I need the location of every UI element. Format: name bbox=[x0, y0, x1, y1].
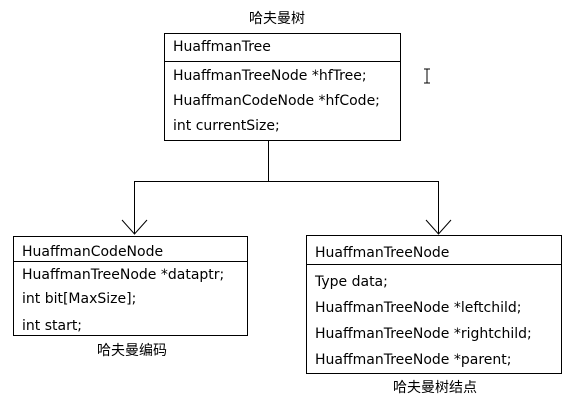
class-box-huaffman-tree: HuaffmanTree HuaffmanTreeNode *hfTree; H… bbox=[164, 33, 401, 141]
class-name: HuaffmanTree bbox=[165, 34, 400, 62]
class-name: HuaffmanTreeNode bbox=[307, 236, 561, 265]
field: HuaffmanCodeNode *hfCode; bbox=[173, 93, 380, 109]
field: int start; bbox=[22, 318, 83, 334]
field: int bit[MaxSize]; bbox=[22, 291, 137, 307]
field: HuaffmanTreeNode *parent; bbox=[315, 352, 512, 368]
class-name: HuaffmanCodeNode bbox=[14, 237, 247, 262]
text-cursor-icon bbox=[424, 68, 430, 84]
left-arrowhead bbox=[121, 219, 148, 235]
field: HuaffmanTreeNode *hfTree; bbox=[173, 68, 367, 84]
caption-node: 哈夫曼树结点 bbox=[393, 380, 477, 396]
field: HuaffmanTreeNode *rightchild; bbox=[315, 326, 532, 342]
field: Type data; bbox=[315, 274, 388, 290]
field: int currentSize; bbox=[173, 118, 280, 134]
field: HuaffmanTreeNode *leftchild; bbox=[315, 300, 522, 316]
right-arrowhead bbox=[425, 219, 452, 235]
class-box-huaffman-tree-node: HuaffmanTreeNode Type data; HuaffmanTree… bbox=[306, 235, 562, 374]
field: HuaffmanTreeNode *dataptr; bbox=[22, 267, 225, 283]
class-box-huaffman-code-node: HuaffmanCodeNode HuaffmanTreeNode *datap… bbox=[13, 236, 248, 336]
caption-tree: 哈夫曼树 bbox=[249, 11, 305, 27]
caption-code: 哈夫曼编码 bbox=[97, 343, 167, 359]
